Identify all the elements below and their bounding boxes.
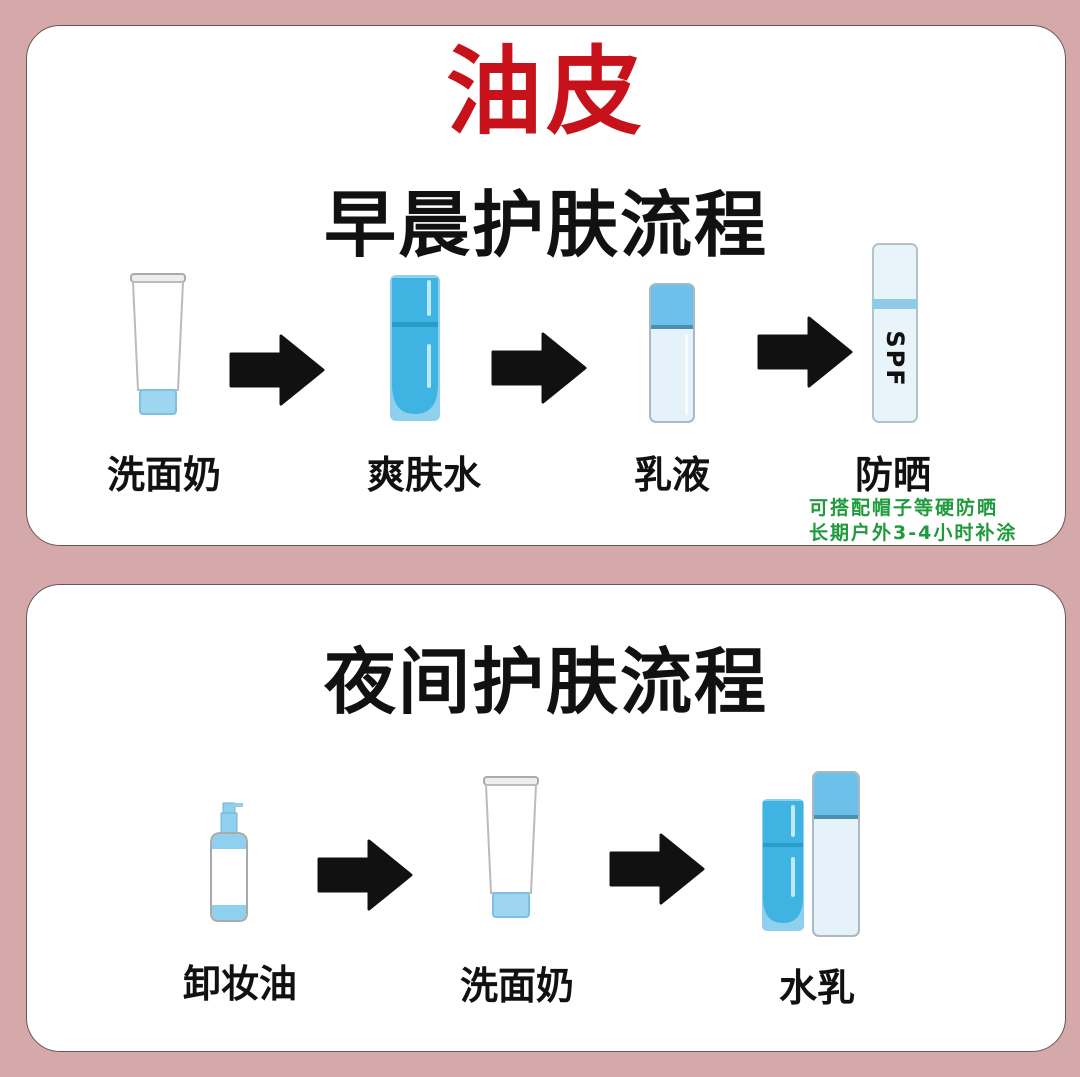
cleansing-oil-pump-icon — [210, 802, 248, 922]
sunscreen-bottle-icon: SPF — [872, 243, 918, 423]
note-line-1: 可搭配帽子等硬防晒 — [809, 497, 999, 519]
cleanser-tube-icon — [130, 273, 186, 415]
step-label-cleanser: 洗面奶 — [459, 964, 575, 1008]
skin-type-title: 油皮 — [446, 36, 646, 148]
step-label-toner-lotion: 水乳 — [778, 966, 856, 1010]
lotion-bottle-icon — [649, 283, 695, 423]
step-label-cleansing-oil: 卸妆油 — [182, 962, 298, 1006]
night-routine-card: 夜间护肤流程 卸妆油 洗面奶 水乳 — [26, 584, 1066, 1052]
step-label-sunscreen: 防晒 — [854, 453, 932, 497]
step-label-cleanser: 洗面奶 — [106, 453, 222, 497]
arrow-right-icon — [491, 332, 587, 404]
step-label-toner: 爽肤水 — [366, 453, 482, 497]
sunscreen-note: 可搭配帽子等硬防晒 长期户外3-4小时补涂 — [809, 496, 1017, 546]
toner-lotion-set-icon — [762, 771, 860, 937]
arrow-right-icon — [229, 334, 325, 406]
step-label-lotion: 乳液 — [633, 453, 711, 497]
arrow-right-icon — [317, 839, 413, 911]
night-routine-title: 夜间护肤流程 — [323, 640, 768, 724]
morning-routine-title: 早晨护肤流程 — [323, 183, 768, 267]
morning-routine-card: 油皮 早晨护肤流程 洗面奶 爽肤水 乳液 SPF 防 — [26, 25, 1066, 546]
arrow-right-icon — [757, 316, 853, 388]
arrow-right-icon — [609, 833, 705, 905]
spf-badge: SPF — [881, 330, 909, 388]
toner-bottle-icon — [390, 275, 440, 421]
note-line-2: 长期户外3-4小时补涂 — [809, 522, 1018, 544]
cleanser-tube-icon — [483, 776, 539, 918]
